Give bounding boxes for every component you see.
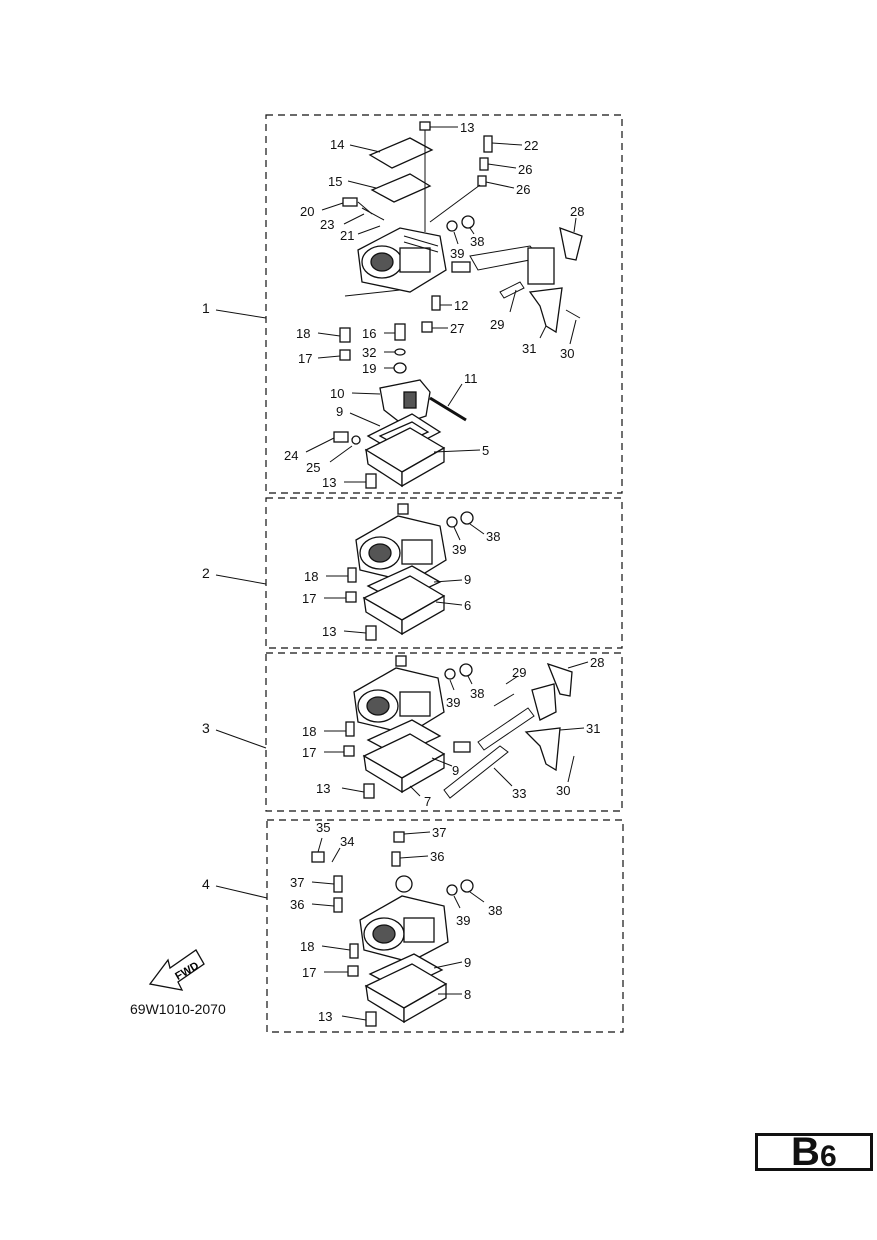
assembly-1-panel [265,114,623,494]
callouts-assembly-3: 28 29 39 38 31 18 17 9 13 7 33 30 [302,655,604,809]
part-callout-label: 38 [470,686,484,701]
part-callout-label: 17 [302,591,316,606]
part-callout-label: 13 [322,475,336,490]
part-callout-label: 38 [486,529,500,544]
callouts-assembly-4: 35 34 37 36 37 36 39 38 18 9 17 8 13 [290,820,502,1024]
carburetor-3-drawing [343,655,573,799]
part-callout-label: 17 [302,745,316,760]
part-callout-label: 20 [300,204,314,219]
assembly-label-1: 1 [202,300,210,316]
part-callout-label: 11 [464,371,478,386]
part-callout-label: 38 [470,234,484,249]
assembly-label-4: 4 [202,876,210,892]
part-callout-label: 8 [464,987,471,1002]
part-callout-label: 39 [450,246,464,261]
part-callout-label: 9 [464,955,471,970]
part-callout-label: 13 [460,120,474,135]
part-callout-label: 39 [456,913,470,928]
assembly-3-panel [265,652,623,812]
part-callout-label: 7 [424,794,431,809]
part-callout-label: 22 [524,138,538,153]
part-callout-label: 34 [340,834,354,849]
part-callout-label: 26 [518,162,532,177]
part-callout-label: 39 [446,695,460,710]
page-code-number: 6 [820,1140,837,1173]
part-callout-label: 10 [330,386,344,401]
part-callout-label: 18 [302,724,316,739]
callouts-assembly-2: 39 38 18 9 17 6 13 [302,523,500,639]
part-callout-label: 9 [336,404,343,419]
diagram-part-number: 69W1010-2070 [130,1001,226,1017]
part-callout-label: 37 [432,825,446,840]
part-callout-label: 24 [284,448,298,463]
part-callout-label: 28 [590,655,604,670]
part-callout-label: 39 [452,542,466,557]
part-callout-label: 33 [512,786,526,801]
carburetor-1-drawing [333,121,583,489]
part-callout-label: 31 [522,341,536,356]
part-callout-label: 32 [362,345,376,360]
callouts-assembly-1: 13 14 22 26 26 15 20 23 21 39 38 28 12 2… [284,120,584,490]
part-callout-label: 18 [304,569,318,584]
part-callout-label: 13 [322,624,336,639]
part-callout-label: 36 [430,849,444,864]
carburetor-2-drawing [345,503,474,641]
fwd-arrow-icon: FWD [148,949,205,991]
part-callout-label: 17 [298,351,312,366]
part-callout-label: 18 [296,326,310,341]
part-callout-label: 5 [482,443,489,458]
part-callout-label: 28 [570,204,584,219]
part-callout-label: 14 [330,137,344,152]
part-callout-label: 25 [306,460,320,475]
part-callout-label: 30 [556,783,570,798]
part-callout-label: 21 [340,228,354,243]
part-callout-label: 9 [452,763,459,778]
part-callout-label: 12 [454,298,468,313]
part-callout-label: 35 [316,820,330,835]
part-callout-label: 15 [328,174,342,189]
part-callout-label: 38 [488,903,502,918]
assembly-4-panel [266,819,624,1033]
part-callout-label: 29 [490,317,504,332]
part-callout-label: 27 [450,321,464,336]
assembly-label-3: 3 [202,720,210,736]
part-callout-label: 18 [300,939,314,954]
part-callout-label: 29 [512,665,526,680]
part-callout-label: 37 [290,875,304,890]
part-callout-label: 31 [586,721,600,736]
page-code-box: B 6 [755,1130,873,1174]
part-callout-label: 23 [320,217,334,232]
part-callout-label: 13 [318,1009,332,1024]
assembly-2-panel [265,497,623,649]
part-callout-label: 13 [316,781,330,796]
carburetor-4-drawing [311,831,474,1027]
part-callout-label: 9 [464,572,471,587]
part-callout-label: 6 [464,598,471,613]
page-code-letter: B [791,1130,820,1174]
assembly-label-2: 2 [202,565,210,581]
part-callout-label: 36 [290,897,304,912]
part-callout-label: 26 [516,182,530,197]
part-callout-label: 30 [560,346,574,361]
part-callout-label: 17 [302,965,316,980]
part-callout-label: 16 [362,326,376,341]
part-callout-label: 19 [362,361,376,376]
